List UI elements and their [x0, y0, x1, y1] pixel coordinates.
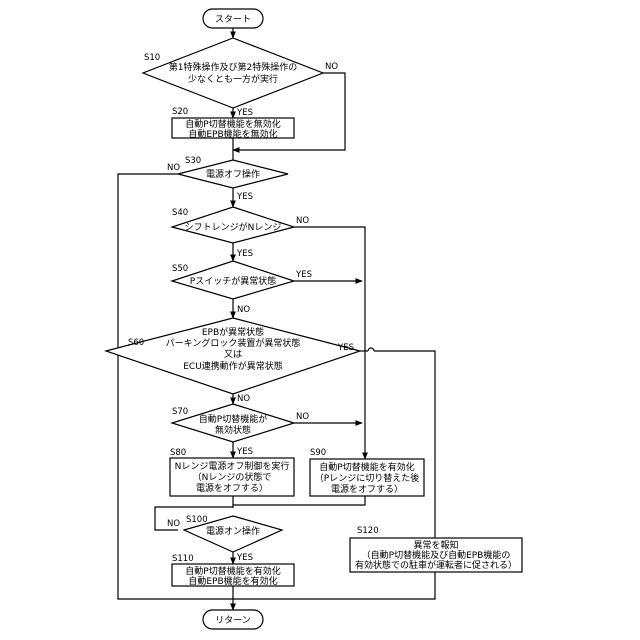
decision-s70: 自動P切替機能が 無効状態 S70 — [172, 404, 294, 442]
branch-label-s70-yes: YES — [236, 447, 253, 457]
branch-label-s50-yes: YES — [295, 270, 312, 280]
svg-text:（自動P切替機能及び自動EPB機能の: （自動P切替機能及び自動EPB機能の — [362, 549, 511, 561]
svg-text:自動P切替機能が: 自動P切替機能が — [199, 413, 267, 425]
branch-label-s100-yes: YES — [236, 553, 253, 563]
branch-label-s60-yes: YES — [337, 343, 354, 353]
decision-s50: Pスイッチが異常状態 S50 — [172, 261, 294, 299]
step-id-s10: S10 — [144, 53, 160, 63]
svg-text:（Pレンジに切り替えた後: （Pレンジに切り替えた後 — [315, 472, 419, 484]
svg-text:電源オフ操作: 電源オフ操作 — [206, 168, 260, 180]
svg-text:少なくとも一方が実行: 少なくとも一方が実行 — [188, 73, 278, 85]
branch-label-s40-no: NO — [296, 216, 309, 226]
process-s80: Nレンジ電源オフ制御を実行 （Nレンジの状態で 電源をオフする） S80 — [170, 448, 294, 496]
branch-label-s30-no: NO — [167, 163, 180, 173]
step-id-s80: S80 — [170, 448, 186, 458]
decision-s100: 電源オン操作 S100 — [184, 515, 282, 552]
step-id-s90: S90 — [310, 448, 326, 458]
svg-text:自動EPB機能を無効化: 自動EPB機能を無効化 — [188, 128, 277, 140]
svg-text:Pスイッチが異常状態: Pスイッチが異常状態 — [190, 275, 276, 287]
step-id-s70: S70 — [172, 407, 188, 417]
decision-s30: 電源オフ操作 S30 — [178, 156, 288, 188]
svg-text:自動P切替機能を有効化: 自動P切替機能を有効化 — [319, 461, 414, 473]
branch-label-s60-no: NO — [237, 394, 250, 404]
decision-s60: EPBが異常状態 パーキングロック装置が異常状態 又は ECU連携動作が異常状態… — [106, 318, 360, 394]
svg-text:シフトレンジがNレンジ: シフトレンジがNレンジ — [185, 221, 282, 233]
svg-text:（Nレンジの状態で: （Nレンジの状態で — [193, 471, 272, 483]
svg-text:電源をオフする）: 電源をオフする） — [331, 484, 403, 495]
svg-text:Nレンジ電源オフ制御を実行: Nレンジ電源オフ制御を実行 — [175, 460, 290, 472]
step-id-s30: S30 — [185, 156, 201, 166]
process-s90: 自動P切替機能を有効化 （Pレンジに切り替えた後 電源をオフする） S90 — [310, 448, 424, 496]
step-id-s40: S40 — [172, 208, 188, 218]
svg-text:有効状態での駐車が運転者に促される）: 有効状態での駐車が運転者に促される） — [355, 559, 517, 571]
step-id-s110: S110 — [172, 554, 194, 564]
step-id-s50: S50 — [172, 264, 188, 274]
connector-lines — [118, 28, 435, 610]
svg-text:自動P切替機能を無効化: 自動P切替機能を無効化 — [185, 118, 280, 130]
decision-s40: シフトレンジがNレンジ S40 — [172, 207, 294, 243]
svg-text:無効状態: 無効状態 — [215, 424, 251, 436]
svg-text:パーキングロック装置が異常状態: パーキングロック装置が異常状態 — [166, 337, 301, 349]
svg-text:自動P切替機能を有効化: 自動P切替機能を有効化 — [185, 565, 280, 577]
svg-text:スタート: スタート — [215, 14, 251, 25]
svg-text:電源をオフする）: 電源をオフする） — [196, 483, 268, 494]
svg-text:EPBが異常状態: EPBが異常状態 — [202, 326, 264, 338]
step-id-s20: S20 — [172, 107, 188, 117]
step-id-s120: S120 — [357, 526, 379, 536]
svg-text:リターン: リターン — [215, 615, 251, 626]
svg-text:第1特殊操作及び第2特殊操作の: 第1特殊操作及び第2特殊操作の — [169, 61, 297, 73]
decision-s10: 第1特殊操作及び第2特殊操作の 少なくとも一方が実行 S10 — [143, 38, 323, 108]
branch-label-s40-yes: YES — [236, 249, 253, 259]
process-s120: 異常を報知 （自動P切替機能及び自動EPB機能の 有効状態での駐車が運転者に促さ… — [350, 526, 522, 572]
svg-text:電源オン操作: 電源オン操作 — [206, 525, 260, 537]
svg-text:又は: 又は — [224, 349, 242, 360]
svg-text:ECU連携動作が異常状態: ECU連携動作が異常状態 — [183, 360, 283, 372]
branch-label-s10-yes: YES — [236, 108, 253, 118]
svg-text:自動EPB機能を有効化: 自動EPB機能を有効化 — [188, 575, 277, 587]
step-id-s100: S100 — [186, 515, 208, 525]
branch-label-s50-no: NO — [237, 305, 250, 315]
branch-label-s10-no: NO — [325, 62, 338, 72]
terminal-end: リターン — [203, 610, 263, 629]
branch-label-s70-no: NO — [296, 412, 309, 422]
branch-label-s30-yes: YES — [236, 192, 253, 202]
terminal-start: スタート — [203, 9, 263, 28]
branch-label-s100-no: NO — [167, 519, 180, 529]
svg-text:異常を報知: 異常を報知 — [413, 539, 458, 551]
step-id-s60: S60 — [128, 338, 144, 348]
